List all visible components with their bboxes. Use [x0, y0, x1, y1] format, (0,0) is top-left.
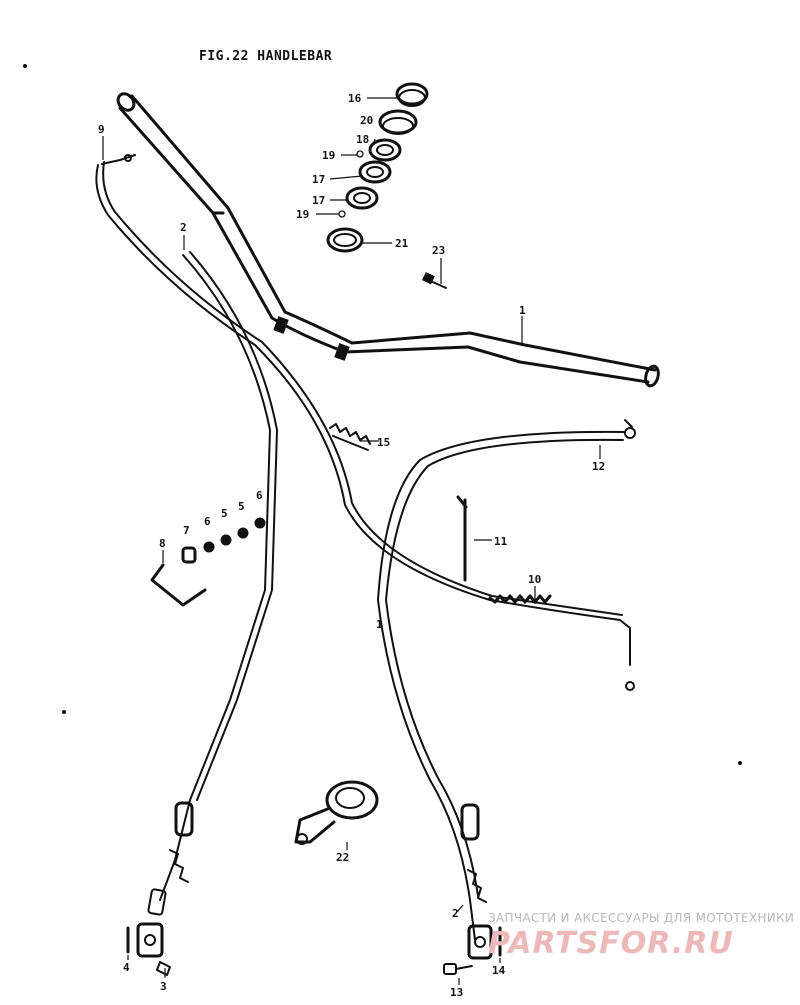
callout-14: 14	[492, 964, 506, 977]
callout-labels: 16 20 18 19 17 17 19 21 23 1 15 12 11 10…	[98, 92, 605, 999]
callout-3: 3	[160, 980, 167, 993]
callout-12: 12	[592, 460, 605, 473]
callout-4: 4	[123, 961, 130, 974]
stem-bearing-stack[interactable]	[326, 82, 429, 253]
watermark-tagline: ЗАПЧАСТИ И АКСЕССУАРЫ ДЛЯ МОТОТЕХНИКИ	[488, 911, 795, 925]
callout-1b: 1	[376, 618, 383, 631]
callout-1: 1	[519, 304, 526, 317]
callout-2b: 2	[452, 907, 459, 920]
callout-16: 16	[348, 92, 362, 105]
small-parts-set[interactable]	[181, 517, 266, 564]
callout-9: 9	[98, 123, 105, 136]
watermark-logo: PARTSFOR.RU	[488, 926, 734, 961]
diagram-title: FIG.22 HANDLEBAR	[199, 49, 333, 64]
callout-2: 2	[180, 221, 187, 234]
throttle-housing-22[interactable]	[294, 780, 379, 845]
handlebar[interactable]	[115, 91, 661, 388]
callout-10: 10	[528, 573, 541, 586]
callout-18: 18	[356, 133, 369, 146]
pin-11[interactable]	[456, 495, 468, 582]
callout-20: 20	[360, 114, 373, 127]
callout-5a: 5	[221, 507, 228, 520]
callout-15: 15	[377, 436, 390, 449]
callout-13: 13	[450, 986, 463, 999]
callout-23: 23	[432, 244, 445, 257]
screw-13[interactable]	[443, 963, 473, 975]
allen-key-8[interactable]	[150, 563, 207, 607]
callout-19b: 19	[296, 208, 309, 221]
callout-17b: 17	[312, 194, 325, 207]
callout-7: 7	[183, 524, 190, 537]
bolt-23[interactable]	[422, 272, 447, 289]
callout-5b: 5	[238, 500, 245, 513]
callout-19a: 19	[322, 149, 335, 162]
callout-11: 11	[494, 535, 508, 548]
callout-6a: 6	[204, 515, 211, 528]
screw-3[interactable]	[156, 961, 171, 976]
callout-22: 22	[336, 851, 349, 864]
callout-8: 8	[159, 537, 166, 550]
callout-17a: 17	[312, 173, 325, 186]
leader-lines	[102, 97, 601, 985]
callout-21: 21	[395, 237, 409, 250]
spring-15[interactable]	[329, 423, 371, 451]
throttle-cable-2[interactable]	[136, 251, 278, 958]
throttle-cable-12[interactable]	[377, 419, 636, 960]
callout-6b: 6	[256, 489, 263, 502]
clutch-cable-9[interactable]	[95, 154, 635, 691]
